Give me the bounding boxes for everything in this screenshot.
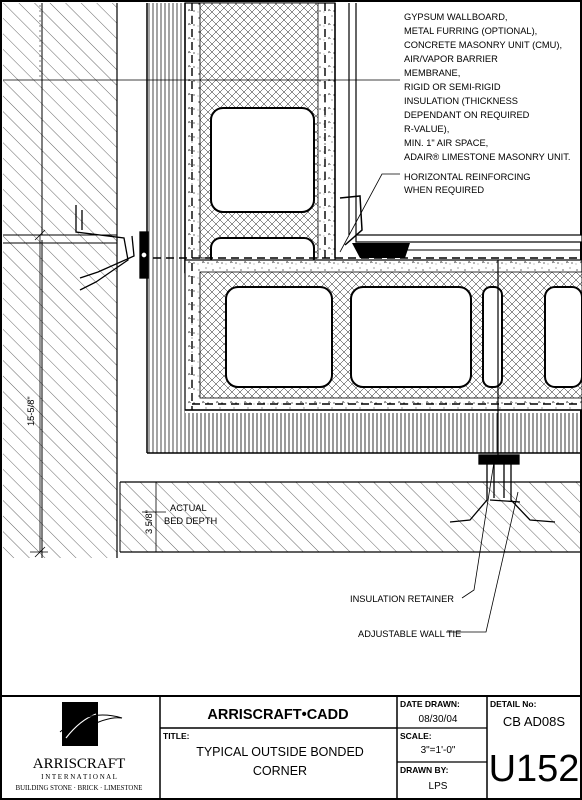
dimension-bed-label: 3 5/8" (144, 510, 154, 534)
dimension-3-5-8 (150, 481, 162, 553)
title-label: TITLE: (163, 731, 190, 741)
drawn-by-label: DRAWN BY: (400, 765, 449, 775)
detail-number: U152 (489, 748, 580, 790)
limestone-unit-vertical (3, 3, 118, 558)
note-line: DEPENDANT ON REQUIRED (404, 110, 530, 120)
note-line: RIGID OR SEMI-RIGID (404, 82, 501, 92)
note-line: ADAIR® LIMESTONE MASONRY UNIT. (404, 152, 570, 162)
scale-value: 3"=1'-0" (421, 745, 456, 756)
limestone-unit-horizontal (119, 481, 582, 553)
horizontal-reinforcing-dashed (140, 3, 582, 410)
scale-label: SCALE: (400, 731, 432, 741)
detail-label: DETAIL No: (490, 699, 537, 709)
note-line: INSULATION (THICKNESS (404, 96, 518, 106)
drawing-title-line: CORNER (253, 764, 307, 778)
cmu-horizontal-wall (184, 259, 582, 411)
note-line: MIN. 1" AIR SPACE, (404, 138, 488, 148)
drawn-by-value: LPS (429, 781, 448, 792)
leader-lines (142, 173, 519, 633)
dimension-height-label: 15-5/8" (26, 396, 36, 426)
assembly-note: GYPSUM WALLBOARD, METAL FURRING (OPTIONA… (404, 12, 570, 162)
wall-tie-lower (449, 260, 556, 523)
date-value: 08/30/04 (419, 714, 458, 725)
date-label: DATE DRAWN: (400, 699, 460, 709)
note-line: R-VALUE), (404, 124, 449, 134)
arriscraft-logo: ARRISCRAFT I N T E R N A T I O N A L BUI… (16, 702, 143, 792)
note-line: METAL FURRING (OPTIONAL), (404, 26, 537, 36)
detail-code: CB AD08S (503, 714, 565, 729)
wall-tie-label: ADJUSTABLE WALL TIE (358, 629, 461, 639)
company-name: ARRISCRAFT•CADD (207, 707, 348, 723)
insulation-retainer-label: INSULATION RETAINER (350, 594, 454, 604)
drawing-title-line: TYPICAL OUTSIDE BONDED (196, 745, 364, 759)
note-line: GYPSUM WALLBOARD, (404, 12, 508, 22)
note-line: MEMBRANE, (404, 68, 460, 78)
rigid-insulation-band (185, 413, 582, 453)
gypsum-wallboard (339, 195, 582, 258)
reinforcing-note-line: HORIZONTAL REINFORCING (404, 172, 531, 182)
logo-sub: I N T E R N A T I O N A L (41, 773, 117, 781)
bed-depth-label: BED DEPTH (164, 516, 217, 526)
note-line: CONCRETE MASONRY UNIT (CMU), (404, 40, 562, 50)
dimension-15-5-8 (30, 229, 48, 558)
title-block: ARRISCRAFT I N T E R N A T I O N A L BUI… (2, 695, 580, 798)
wall-tie-upper (75, 205, 149, 291)
logo-tagline: BUILDING STONE · BRICK · LIMESTONE (16, 785, 143, 792)
bed-depth-label: ACTUAL (170, 503, 207, 513)
logo-name: ARRISCRAFT (33, 756, 126, 772)
cmu-vertical-wall (147, 2, 357, 453)
note-line: AIR/VAPOR BARRIER (404, 54, 498, 64)
reinforcing-note-line: WHEN REQUIRED (404, 185, 484, 195)
